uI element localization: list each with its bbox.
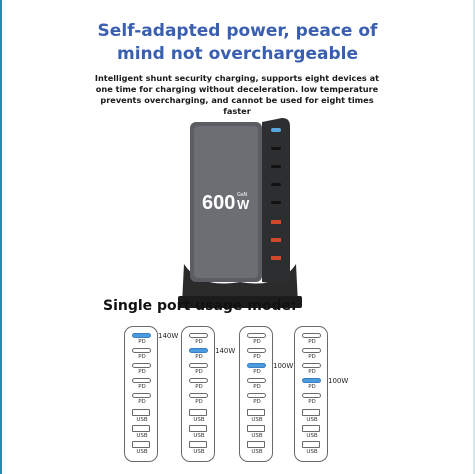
usb-port [189,425,207,432]
pd-port-label: PD [195,399,203,405]
brand-number: 600 [202,192,235,214]
usb-port-label: USB [193,433,205,439]
description-text: Intelligent shunt security charging, sup… [94,73,380,116]
usb-port [247,409,265,416]
wattage-label-2: 140W [215,347,236,355]
pd-port [247,363,266,368]
pd-port [132,363,151,368]
charger-product-image: 600 W GaN [178,118,302,308]
usb-port-label: USB [251,449,263,455]
pd-port-label: PD [138,369,146,375]
pd-port-label: PD [195,354,203,360]
page-title: Self-adapted power, peace of mind not ov… [40,20,435,66]
title-line-2: mind not overchargeable [117,44,358,64]
pd-port-label: PD [138,339,146,345]
usb-port [132,409,150,416]
brand-unit: W [237,197,250,212]
usb-port-label: USB [306,417,318,423]
pd-port-label: PD [308,384,316,390]
usb-port [132,425,150,432]
usb-port [189,441,207,448]
pd-port [189,393,208,398]
pd-port [302,363,321,368]
section-title: Single port usage mode: [103,298,297,314]
pd-port [132,393,151,398]
pd-port-label: PD [308,354,316,360]
pd-port-label: PD [138,384,146,390]
usb-port [302,409,320,416]
pd-port-label: PD [138,399,146,405]
pd-port [189,378,208,383]
usb-port [302,441,320,448]
left-edge-bar [0,0,2,474]
usb-port-label: USB [136,417,148,423]
port-strip-3: PD PD PD PD PD USB USB USB [239,326,273,462]
usb-port-label: USB [193,417,205,423]
usb-port [302,425,320,432]
usb-port-label: USB [136,449,148,455]
gan-label: GaN [237,192,248,198]
pd-port-label: PD [253,369,261,375]
usb-port-label: USB [136,433,148,439]
usb-port-label: USB [251,433,263,439]
port-strip-1: PD PD PD PD PD USB USB USB [124,326,158,462]
pd-port [302,333,321,338]
usb-port [247,441,265,448]
usb-port-label: USB [251,417,263,423]
pd-port [132,333,151,338]
pd-port-label: PD [308,369,316,375]
title-line-1: Self-adapted power, peace of [97,21,378,41]
port-strip-2: PD PD PD PD PD USB USB USB [181,326,215,462]
pd-port [247,378,266,383]
pd-port [302,393,321,398]
pd-port [302,348,321,353]
pd-port [302,378,321,383]
pd-port [189,363,208,368]
wattage-label-1: 140W [158,332,179,340]
pd-port-label: PD [195,339,203,345]
pd-port-label: PD [253,384,261,390]
pd-port-label: PD [195,384,203,390]
wattage-label-4: 100W [328,377,349,385]
usb-port [189,409,207,416]
pd-port [132,378,151,383]
pd-port-label: PD [253,339,261,345]
pd-port [247,333,266,338]
pd-port [189,348,208,353]
pd-port-label: PD [253,354,261,360]
pd-port-label: PD [308,339,316,345]
usb-port-label: USB [306,449,318,455]
right-edge-bar [473,0,475,474]
pd-port [132,348,151,353]
usb-port [132,441,150,448]
pd-port-label: PD [195,369,203,375]
port-strip-4: PD PD PD PD PD USB USB USB [294,326,328,462]
wattage-label-3: 100W [273,362,294,370]
pd-port-label: PD [253,399,261,405]
usb-port-label: USB [306,433,318,439]
usb-port [247,425,265,432]
pd-port-label: PD [308,399,316,405]
pd-port-label: PD [138,354,146,360]
pd-port [189,333,208,338]
usb-port-label: USB [193,449,205,455]
pd-port [247,393,266,398]
pd-port [247,348,266,353]
